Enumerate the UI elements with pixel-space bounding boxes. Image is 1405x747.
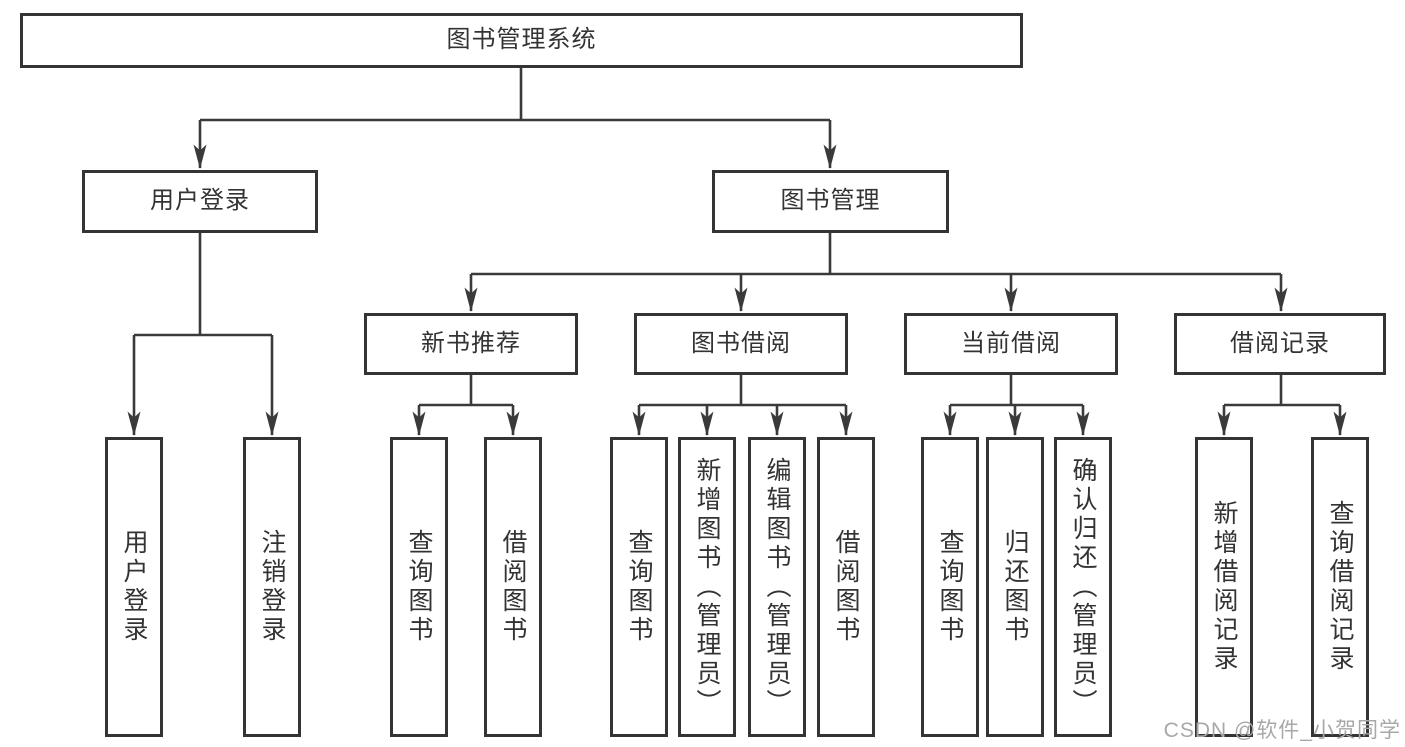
leaf-query-books-2-label: 查询图书 [625, 529, 653, 645]
leaf-query-books-2: 查询图书 [610, 437, 668, 737]
leaf-logout: 注销登录 [243, 437, 301, 737]
leaf-edit-books-admin-label: 编辑图书（管理员） [763, 456, 791, 718]
node-borrow-records: 借阅记录 [1174, 313, 1386, 375]
leaf-logout-label: 注销登录 [258, 529, 286, 645]
node-new-book-recommend: 新书推荐 [364, 313, 578, 375]
node-book-borrow-label: 图书借阅 [691, 329, 791, 357]
node-book-management: 图书管理 [712, 170, 949, 233]
leaf-borrow-books-2-label: 借阅图书 [832, 529, 860, 645]
leaf-query-borrow-record-label: 查询借阅记录 [1326, 500, 1354, 674]
leaf-confirm-return-admin-label: 确认归还（管理员） [1069, 456, 1097, 718]
node-book-borrow: 图书借阅 [634, 313, 848, 375]
leaf-query-books-3-label: 查询图书 [936, 529, 964, 645]
leaf-confirm-return-admin: 确认归还（管理员） [1054, 437, 1112, 737]
leaf-borrow-books-1: 借阅图书 [484, 437, 542, 737]
leaf-query-borrow-record: 查询借阅记录 [1311, 437, 1369, 737]
leaf-add-books-admin-label: 新增图书（管理员） [693, 456, 721, 718]
leaf-query-books-3: 查询图书 [921, 437, 979, 737]
leaf-user-login: 用户登录 [105, 437, 163, 737]
node-current-borrow-label: 当前借阅 [961, 329, 1061, 357]
leaf-return-books-label: 归还图书 [1001, 529, 1029, 645]
node-new-book-recommend-label: 新书推荐 [421, 329, 521, 357]
node-book-management-label: 图书管理 [780, 187, 881, 215]
leaf-borrow-books-1-label: 借阅图书 [499, 529, 527, 645]
leaf-borrow-books-2: 借阅图书 [817, 437, 875, 737]
watermark: CSDN @软件_小贺同学 [1163, 719, 1401, 742]
leaf-query-books-1: 查询图书 [390, 437, 448, 737]
node-user-login: 用户登录 [82, 170, 318, 233]
node-root: 图书管理系统 [20, 13, 1023, 68]
node-user-login-label: 用户登录 [150, 187, 250, 215]
leaf-user-login-label: 用户登录 [120, 529, 148, 645]
leaf-add-books-admin: 新增图书（管理员） [678, 437, 736, 737]
node-current-borrow: 当前借阅 [904, 313, 1118, 375]
leaf-edit-books-admin: 编辑图书（管理员） [748, 437, 806, 737]
node-borrow-records-label: 借阅记录 [1230, 329, 1330, 357]
leaf-add-borrow-record: 新增借阅记录 [1195, 437, 1253, 737]
leaf-query-books-1-label: 查询图书 [405, 529, 433, 645]
leaf-return-books: 归还图书 [986, 437, 1044, 737]
leaf-add-borrow-record-label: 新增借阅记录 [1210, 500, 1238, 674]
node-root-label: 图书管理系统 [446, 26, 597, 54]
